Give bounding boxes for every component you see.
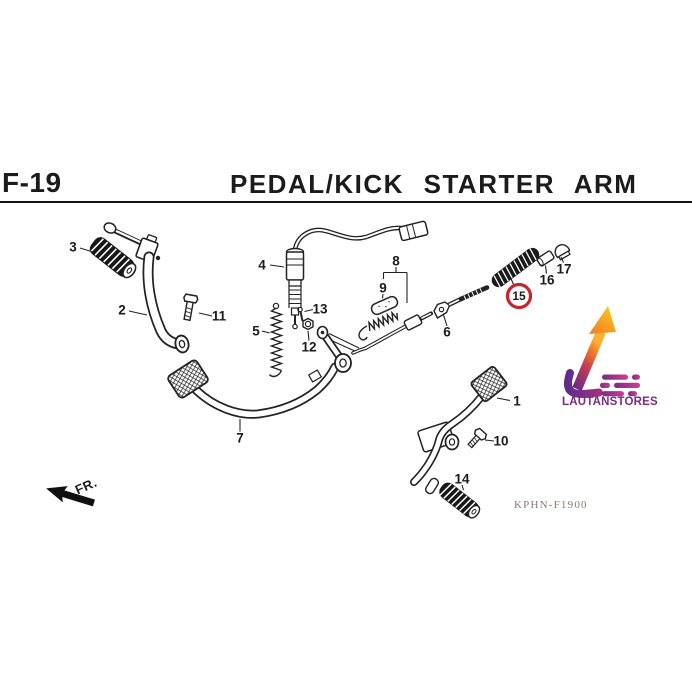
part-16-collar xyxy=(536,250,555,267)
part-13-pin xyxy=(297,306,304,322)
part-5-spring xyxy=(268,302,284,378)
watermark-arrow-icon xyxy=(563,306,640,398)
part-1-brake-pedal xyxy=(410,365,508,495)
cable-connector xyxy=(398,220,429,242)
header-rule xyxy=(0,201,692,203)
front-direction-arrow xyxy=(46,486,95,507)
part-14-pedal-rubber xyxy=(439,482,481,519)
part-6-brake-rod xyxy=(433,285,490,319)
leader-lines xyxy=(79,247,565,491)
part-7-change-pedal xyxy=(167,325,360,419)
part-3-footpeg-rubber xyxy=(89,237,137,279)
highlight-circle-15 xyxy=(505,277,533,310)
part-10-bolt xyxy=(467,427,488,449)
part-15-spring xyxy=(491,247,540,288)
part-4-brake-switch xyxy=(285,220,429,330)
brake-rod-linkage xyxy=(351,311,433,355)
diagram-code: KPHN-F1900 xyxy=(514,499,588,511)
watermark-brand: LAUTANSTORES xyxy=(562,396,658,408)
page-title: PEDAL/KICK STARTER ARM xyxy=(230,169,638,199)
part-8-9-spring-group xyxy=(358,267,408,341)
part-12-nut xyxy=(302,317,314,331)
part-2-kick-starter-arm xyxy=(103,222,190,354)
page-code: F-19 xyxy=(2,167,62,198)
part-11-bolt xyxy=(183,293,199,322)
